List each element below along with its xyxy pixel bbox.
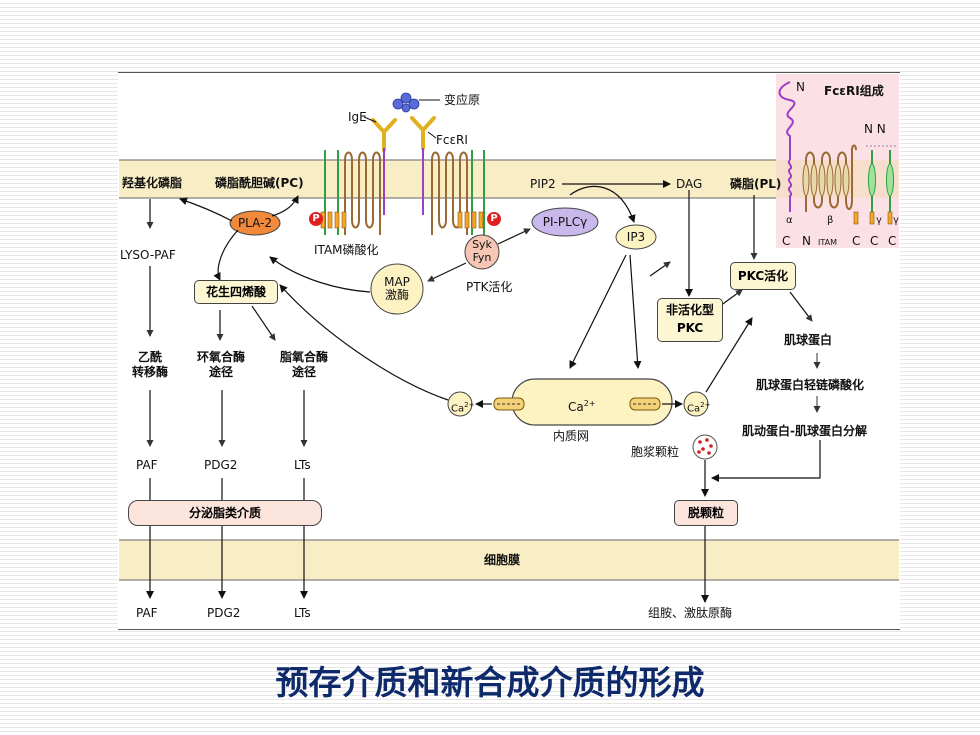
pla2-node <box>229 210 281 236</box>
pc-label: 磷脂酰胆碱(PC) <box>215 176 304 190</box>
phospho-right-label: P <box>490 213 498 224</box>
lts-out-label: LTs <box>294 606 311 620</box>
ige-label: IgE <box>348 110 367 124</box>
c-label-4: C <box>852 234 861 248</box>
arachidonic-box: 花生四烯酸 <box>194 280 278 304</box>
greek-alpha: α <box>786 215 793 226</box>
acetyltransferase-label: 乙酰 转移酶 <box>131 350 168 379</box>
myosin-lc-label: 肌球蛋白轻链磷酸化 <box>756 378 865 392</box>
pl-label: 磷脂(PL) <box>730 177 782 191</box>
phospho-left-label: P <box>312 213 320 224</box>
myosin-label: 肌球蛋白 <box>784 333 833 347</box>
degranulation-box: 脱颗粒 <box>674 500 738 526</box>
c-label-2: N <box>802 234 811 248</box>
greek-gamma-2: γ <box>893 215 899 226</box>
n-terminal-label: N <box>796 80 805 94</box>
pla2-label: PLA-2 <box>237 216 273 230</box>
lox-label: 脂氧合酶 途径 <box>279 350 328 379</box>
paf-label: PAF <box>136 458 158 472</box>
phospho-right <box>487 212 501 226</box>
ca-left-label: Ca2+ <box>451 401 475 415</box>
ca-right-node <box>683 391 709 417</box>
greek-gamma-1: γ <box>876 215 882 226</box>
plc-label: PI-PLCγ <box>542 215 588 229</box>
cell-membrane-band <box>119 540 899 580</box>
nn-label: N N <box>864 122 886 136</box>
itam-small-label: ITAM <box>818 238 837 247</box>
lts-label: LTs <box>294 458 311 472</box>
lyso-paf-label: LYSO-PAF <box>120 248 176 262</box>
map-kinase-label: MAP 激酶 <box>384 275 410 302</box>
greek-beta: β <box>827 215 834 226</box>
ip3-node <box>615 224 657 250</box>
slide-title: 预存介质和新合成介质的形成 <box>275 663 705 702</box>
ca-left-node <box>447 391 473 417</box>
c-label-5: C <box>870 234 879 248</box>
dag-label: DAG <box>676 177 703 191</box>
itam-phos-label: ITAM磷酸化 <box>314 243 379 257</box>
histamine-label: 组胺、激肽原酶 <box>648 606 733 620</box>
ip3-label: IP3 <box>626 230 646 244</box>
secrete-box: 分泌脂类介质 <box>128 500 322 526</box>
beta-loops-left <box>344 151 381 235</box>
alpha-chain <box>778 81 796 160</box>
ca-right-text: Ca <box>687 403 701 415</box>
cox-label: 环氧合酶 途径 <box>196 350 245 379</box>
actin-myosin-label: 肌动蛋白-肌球蛋白分解 <box>742 424 867 438</box>
phospho-left <box>309 212 323 226</box>
map-kinase-node <box>370 263 424 315</box>
fceri-composition-label: FcεRI组成 <box>824 84 884 98</box>
paf-out-label: PAF <box>136 606 158 620</box>
fceri-label: FcεRI <box>436 133 468 147</box>
pdg2-label: PDG2 <box>204 458 238 472</box>
granule-node <box>692 434 718 460</box>
ca-right-label: Ca2+ <box>687 401 711 415</box>
pdg2-out-label: PDG2 <box>207 606 241 620</box>
er-label: 内质网 <box>553 429 590 443</box>
ptk-label: PTK活化 <box>466 280 513 294</box>
granule-label: 胞浆颗粒 <box>631 445 680 459</box>
antigen-label: 变应原 <box>444 93 481 107</box>
inactive-pkc-box: 非活化型 PKC <box>657 298 723 342</box>
ca-er-label: Ca2+ <box>568 399 596 414</box>
c-label-1: C <box>782 234 791 248</box>
cell-membrane-label: 细胞膜 <box>484 553 521 567</box>
plc-node <box>531 207 599 237</box>
ca-er-text: Ca <box>568 400 584 414</box>
top-membrane-band <box>119 160 899 198</box>
ca-left-text: Ca <box>451 403 465 415</box>
beta-loops-right <box>431 151 468 235</box>
c-label-6: C <box>888 234 897 248</box>
hydroxy-phospholipid-label: 羟基化磷脂 <box>122 176 183 190</box>
syk-fyn-label: Syk Fyn <box>472 238 492 264</box>
pip2-label: PIP2 <box>530 177 556 191</box>
syk-fyn-node <box>464 234 500 270</box>
pkc-active-box: PKC活化 <box>730 262 796 290</box>
